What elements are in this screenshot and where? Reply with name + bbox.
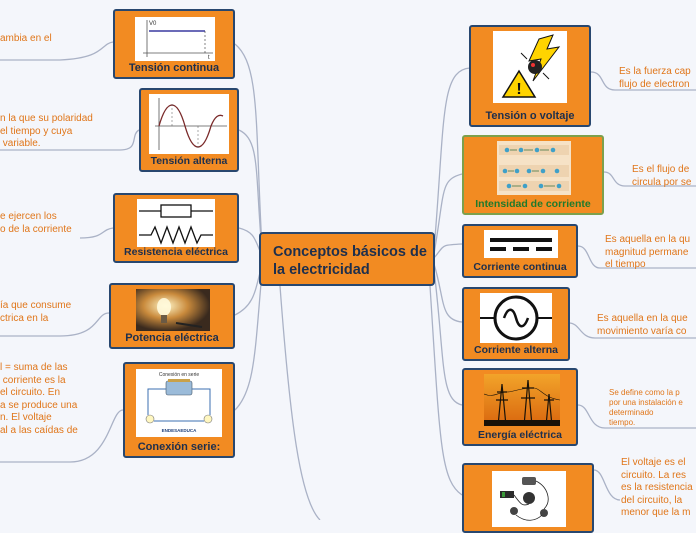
node-circuit-measurement[interactable]	[462, 463, 594, 533]
note-energia-electrica: Se define como la p por una instalación …	[609, 388, 683, 427]
node-label: Energía eléctrica	[477, 429, 563, 441]
node-label: Corriente alterna	[473, 344, 559, 356]
svg-text:!: !	[516, 81, 521, 98]
note-intensidad-de-corriente: Es el flujo de circula por se	[632, 164, 692, 188]
note-circuit-measurement: El voltaje es el circuito. La res es la …	[621, 457, 693, 518]
node-potencia-electrica[interactable]: Potencia eléctrica	[109, 283, 235, 349]
node-corriente-alterna[interactable]: Corriente alterna	[462, 287, 570, 361]
ac-source-symbol-image	[480, 293, 552, 343]
dc-symbol-image	[484, 230, 558, 258]
node-tension-continua[interactable]: V0 t Tensión continua	[113, 9, 235, 79]
node-tension-alterna[interactable]: Tensión alterna	[139, 88, 239, 172]
note-tension-o-voltaje: Es la fuerza cap flujo de electron	[619, 66, 691, 90]
note-tension-continua: ambia en el	[0, 33, 52, 44]
graph-x-axis-label: t	[208, 55, 210, 61]
high-voltage-warning-image: !	[493, 31, 567, 103]
circuit-components-image	[492, 471, 566, 527]
node-intensidad-de-corriente[interactable]: Intensidad de corriente	[462, 135, 604, 215]
central-topic-title: Conceptos básicos de la electricidad	[273, 244, 427, 278]
series-circuit-brand: ENDESAEDUCA	[162, 428, 198, 433]
note-corriente-continua: Es aquella en la qu magnitud permane el …	[605, 234, 691, 270]
series-circuit-caption: Conexión en serie	[159, 372, 200, 378]
graph-y-axis-label: V0	[149, 21, 157, 27]
node-label: Corriente continua	[473, 261, 567, 273]
central-topic[interactable]: Conceptos básicos de la electricidad	[259, 232, 435, 286]
note-tension-alterna: n la que su polaridad el tiempo y cuya v…	[0, 113, 93, 149]
connector-lines	[0, 41, 696, 520]
node-corriente-continua[interactable]: Corriente continua	[462, 224, 578, 278]
node-label: Tensión alterna	[150, 155, 228, 167]
electron-flow-image	[497, 141, 571, 195]
node-label: Resistencia eléctrica	[124, 246, 228, 258]
dc-voltage-graph-image: V0 t	[135, 17, 215, 61]
series-circuit-image: Conexión en serie ENDESAEDUCA	[136, 369, 222, 437]
node-label: Potencia eléctrica	[125, 332, 219, 344]
node-label: Tensión continua	[128, 62, 220, 74]
node-energia-electrica[interactable]: Energía eléctrica	[462, 368, 578, 446]
note-conexion-serie: l = suma de las corriente es la el circu…	[0, 362, 78, 436]
power-lines-photo-image	[484, 374, 560, 426]
note-corriente-alterna: Es aquella en la que movimiento varía co	[597, 313, 688, 337]
node-conexion-serie[interactable]: Conexión en serie ENDESAEDUCA Conexión s…	[123, 362, 235, 458]
node-label: Intensidad de corriente	[475, 198, 591, 210]
note-potencia-electrica: ía que consume ctrica en la	[0, 300, 72, 324]
node-tension-o-voltaje[interactable]: ! Tensión o voltaje	[469, 25, 591, 127]
node-resistencia-electrica[interactable]: Resistencia eléctrica	[113, 193, 239, 263]
note-resistencia-electrica: e ejercen los o de la corriente	[0, 211, 72, 235]
node-label: Tensión o voltaje	[485, 110, 575, 122]
lightbulb-photo-image	[136, 289, 210, 331]
resistor-symbols-image	[137, 199, 215, 247]
node-label: Conexión serie:	[137, 441, 221, 453]
ac-sine-graph-image	[149, 94, 229, 154]
